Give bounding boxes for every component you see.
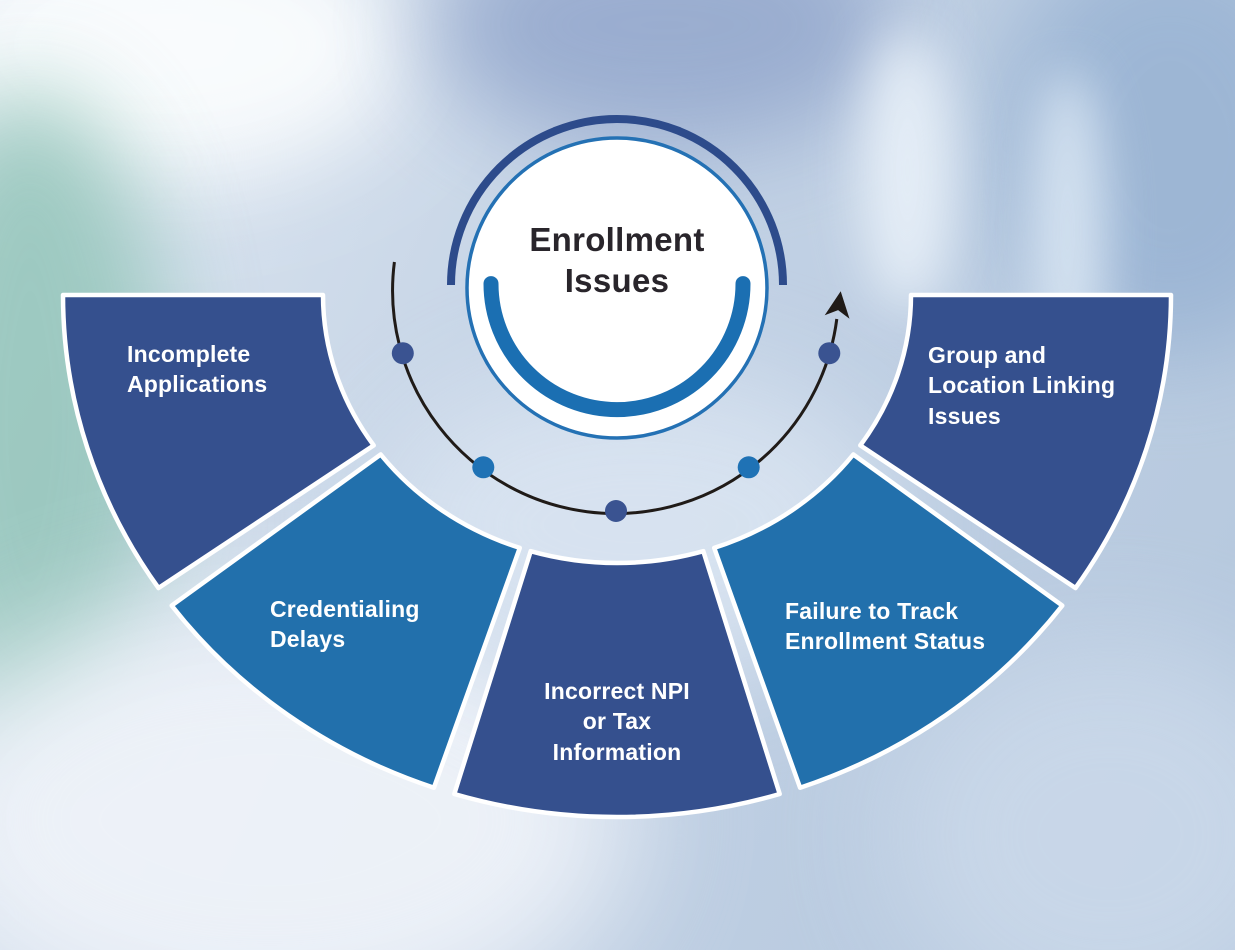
segment-failure-to-track bbox=[711, 452, 1065, 790]
segment-label-incomplete-applications: Incomplete Applications bbox=[127, 341, 268, 398]
inner-thick-arc bbox=[483, 276, 751, 418]
flow-arc bbox=[391, 261, 839, 516]
arc-dot-1 bbox=[391, 342, 414, 365]
arc-dot-4 bbox=[737, 456, 760, 479]
segment-incorrect-npi bbox=[452, 548, 782, 820]
segment-label-incorrect-npi: Incorrect NPI or Tax Information bbox=[544, 678, 690, 765]
segment-incomplete-applications bbox=[60, 292, 376, 591]
segment-label-failure-to-track: Failure to Track Enrollment Status bbox=[785, 598, 986, 655]
center-circle bbox=[465, 136, 769, 440]
arc-dot-3 bbox=[605, 500, 627, 522]
segment-credentialing-delays bbox=[169, 452, 523, 790]
arc-dot-5 bbox=[818, 342, 841, 365]
arrowhead-icon bbox=[824, 291, 850, 319]
outer-navy-arc bbox=[447, 115, 787, 286]
segment-group-location-linking bbox=[858, 292, 1174, 591]
arc-dot-2 bbox=[472, 456, 495, 479]
center-circle-title: Enrollment Issues bbox=[529, 221, 705, 300]
segment-label-credentialing-delays: Credentialing Delays bbox=[270, 596, 420, 653]
segment-label-group-location-linking: Group and Location Linking Issues bbox=[928, 342, 1116, 429]
